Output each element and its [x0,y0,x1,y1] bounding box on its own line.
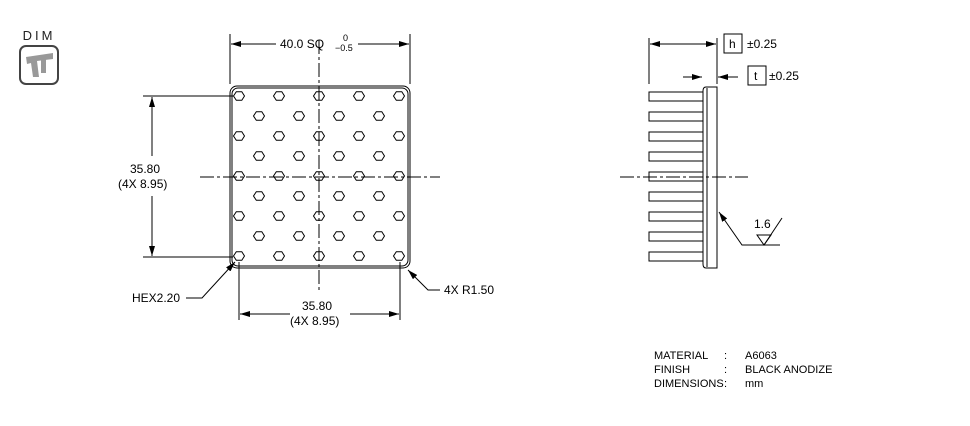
fin [648,131,704,142]
hex-hole [292,191,306,201]
hex-hole [272,131,286,141]
hex-hole [352,211,366,221]
notes-block: MATERIAL : A6063 FINISH : BLACK ANODIZE … [654,350,832,390]
dim-tool-button[interactable]: DIM [18,28,60,88]
hex-hole [332,231,346,241]
hex-hole [292,151,306,161]
hex-hole [272,171,286,181]
hex-hole [252,111,266,121]
note-sep: : [724,364,727,376]
hex-hole [272,211,286,221]
hex-hole-grid [232,91,406,261]
note-value: mm [745,378,763,390]
h-symbol: h [729,37,736,51]
note-sep: : [724,350,727,362]
note-sep: : [724,378,727,390]
hex-hole [252,231,266,241]
base-plate [702,86,718,269]
left-dimension-subtext: (4X 8.95) [118,177,167,191]
hex-hole [332,151,346,161]
hex-hole [332,191,346,201]
hex-hole [312,251,326,261]
hex-hole [232,211,246,221]
tolerance-upper: 0 [343,33,348,43]
note-key: DIMENSIONS [654,378,724,390]
left-dimension-text: 35.80 [130,162,160,176]
bottom-dimension-subtext: (4X 8.95) [290,314,339,328]
top-dimension-text: 40.0 SQ [280,37,324,51]
dim-label: DIM [22,28,56,43]
hex-hole [272,91,286,101]
hex-hole [252,151,266,161]
surface-finish-leader [718,211,780,246]
hex-hole [392,131,406,141]
note-key: MATERIAL [654,350,708,362]
hex-callout: HEX2.20 [132,291,180,305]
note-key: FINISH [654,364,690,376]
fin [648,91,704,102]
hex-hole [372,151,386,161]
fin [648,211,704,222]
hex-hole [392,91,406,101]
hex-hole [392,251,406,261]
hex-hole [392,211,406,221]
hex-hole [312,131,326,141]
fin [648,151,704,162]
note-value: A6063 [745,350,777,362]
caliper-icon [19,45,59,85]
hex-hole [232,251,246,261]
bottom-dimension-text: 35.80 [302,299,332,313]
hex-hole [272,251,286,261]
note-value: BLACK ANODIZE [745,364,832,376]
hex-hole [232,171,246,181]
hex-hole [232,91,246,101]
hex-hole [372,231,386,241]
hex-hole [372,191,386,201]
h-tolerance: ±0.25 [747,37,777,51]
hex-hole [292,231,306,241]
fin [648,111,704,122]
hex-hole [252,191,266,201]
t-tolerance: ±0.25 [769,69,799,83]
t-symbol: t [754,69,758,83]
fin [648,191,704,202]
hex-hole [312,211,326,221]
surface-finish-value: 1.6 [754,217,771,231]
hex-hole [292,111,306,121]
hex-hole [232,131,246,141]
hex-hole [352,171,366,181]
hex-hole [312,171,326,181]
front-view: 40.0 SQ 0 −0.5 35.80 (4X 8.95) 35.80 (4X… [118,33,494,328]
side-view: h ±0.25 t ±0.25 1.6 [620,33,799,269]
fin [648,251,704,262]
hex-hole [372,111,386,121]
fin [648,231,704,242]
hex-hole [392,171,406,181]
surface-finish-symbol [756,234,772,246]
radius-callout: 4X R1.50 [444,283,494,297]
hex-hole [352,91,366,101]
hex-hole [312,91,326,101]
hex-hole [352,131,366,141]
hex-hole [352,251,366,261]
tolerance-lower: −0.5 [335,43,353,53]
hex-hole [332,111,346,121]
